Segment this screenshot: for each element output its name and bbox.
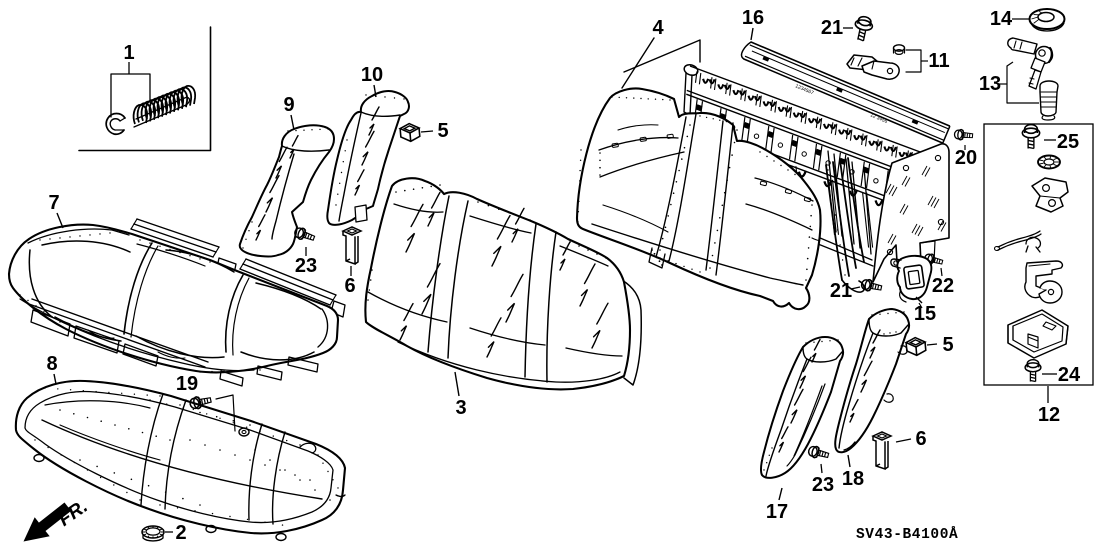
svg-text:21: 21 (821, 17, 843, 39)
svg-text:18: 18 (842, 468, 864, 490)
svg-text:17: 17 (766, 501, 788, 523)
svg-text:10: 10 (361, 64, 383, 86)
svg-text:19: 19 (176, 373, 198, 395)
svg-text:2: 2 (175, 522, 186, 544)
svg-text:25: 25 (1057, 131, 1079, 153)
svg-text:5: 5 (942, 334, 953, 356)
svg-text:23: 23 (295, 255, 317, 277)
svg-text:4: 4 (652, 17, 664, 39)
svg-text:5: 5 (437, 120, 448, 142)
svg-text:14: 14 (990, 8, 1013, 30)
svg-text:7: 7 (48, 192, 59, 214)
svg-text:12: 12 (1038, 404, 1060, 426)
svg-text:13: 13 (979, 73, 1001, 95)
svg-text:11: 11 (928, 50, 949, 72)
svg-text:24: 24 (1058, 364, 1081, 386)
svg-text:6: 6 (915, 428, 926, 450)
svg-text:20: 20 (955, 147, 977, 169)
svg-text:23: 23 (812, 474, 834, 496)
svg-text:21: 21 (830, 280, 852, 302)
svg-text:SV43-B4100Å: SV43-B4100Å (856, 526, 958, 543)
svg-text:6: 6 (344, 275, 355, 297)
svg-text:16: 16 (742, 7, 764, 29)
svg-text:15: 15 (914, 303, 936, 325)
svg-text:1: 1 (123, 42, 134, 64)
svg-text:3: 3 (455, 397, 466, 419)
svg-text:8: 8 (46, 353, 57, 375)
svg-text:9: 9 (283, 94, 294, 116)
svg-text:22: 22 (932, 275, 954, 297)
